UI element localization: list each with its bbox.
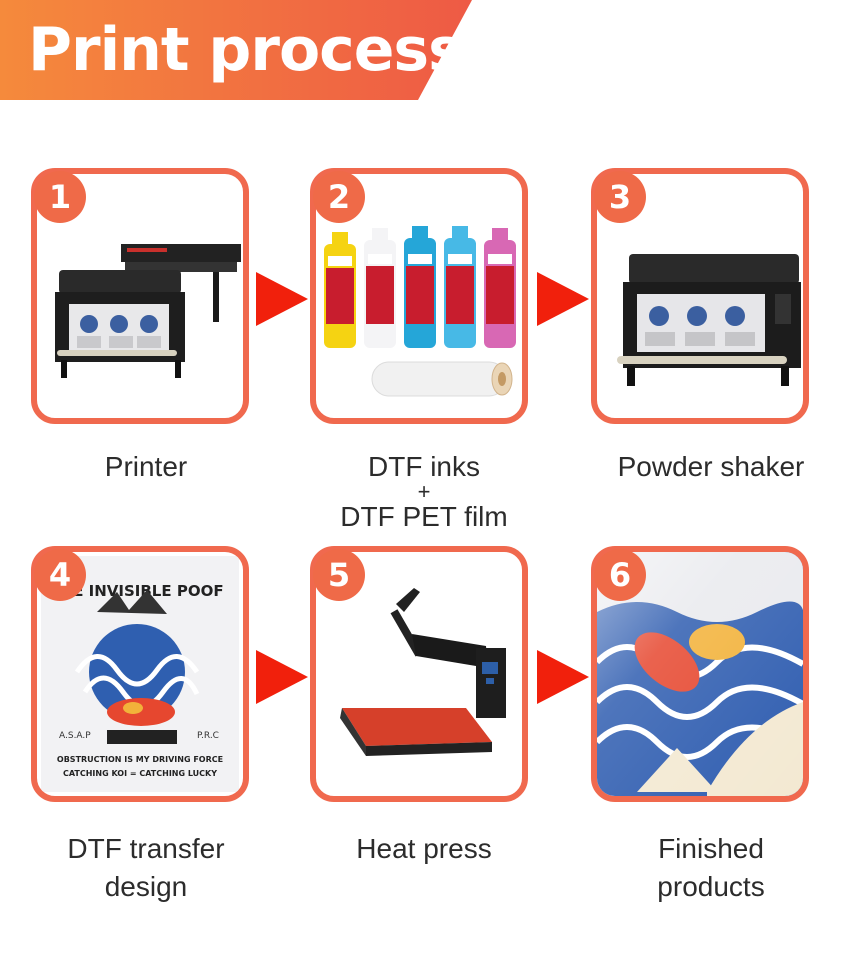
step-label-heat-press: Heat press	[356, 833, 492, 864]
svg-text:CATCHING KOI = CATCHING LUCKY: CATCHING KOI = CATCHING LUCKY	[63, 769, 217, 778]
arrow-right-icon	[537, 650, 589, 704]
step-label-inks-film: DTF inks + DTF PET film	[340, 451, 508, 532]
header-banner: Print process	[0, 0, 472, 100]
step-number-badge: 5	[313, 549, 365, 601]
step-label-finished-products: Finished products	[657, 833, 765, 902]
page-title: Print process	[28, 15, 464, 85]
step-number-badge: 4	[34, 549, 86, 601]
step-label-powder-shaker: Powder shaker	[617, 451, 805, 482]
step-number-badge: 3	[594, 171, 646, 223]
svg-text:P.R.C: P.R.C	[197, 731, 219, 741]
step-number-badge: 2	[313, 171, 365, 223]
step-number-badge: 1	[34, 171, 86, 223]
banner-shape	[0, 0, 472, 100]
transfer-design-icon: THE INVISIBLE POOF A.S.A.P P.R.C OBSTRUC…	[41, 556, 239, 792]
svg-text:THE INVISIBLE POOF: THE INVISIBLE POOF	[50, 582, 223, 600]
ink-bottles-icon	[324, 226, 516, 397]
arrow-right-icon	[256, 650, 308, 704]
step-card-inks-film	[310, 168, 528, 424]
step-card-heat-press	[310, 546, 528, 802]
heat-press-icon	[340, 588, 506, 756]
arrow-right-icon	[537, 272, 589, 326]
svg-text:OBSTRUCTION IS MY DRIVING FORC: OBSTRUCTION IS MY DRIVING FORCE	[57, 755, 223, 764]
arrow-right-icon	[256, 272, 308, 326]
step-label-transfer-design: DTF transfer design	[67, 833, 225, 902]
dtf-printer-icon	[55, 244, 241, 378]
step-card-printer	[31, 168, 249, 424]
powder-shaker-icon	[617, 254, 801, 386]
svg-text:A.S.A.P: A.S.A.P	[59, 731, 91, 741]
step-number-badge: 6	[594, 549, 646, 601]
step-label-printer: Printer	[104, 451, 188, 482]
